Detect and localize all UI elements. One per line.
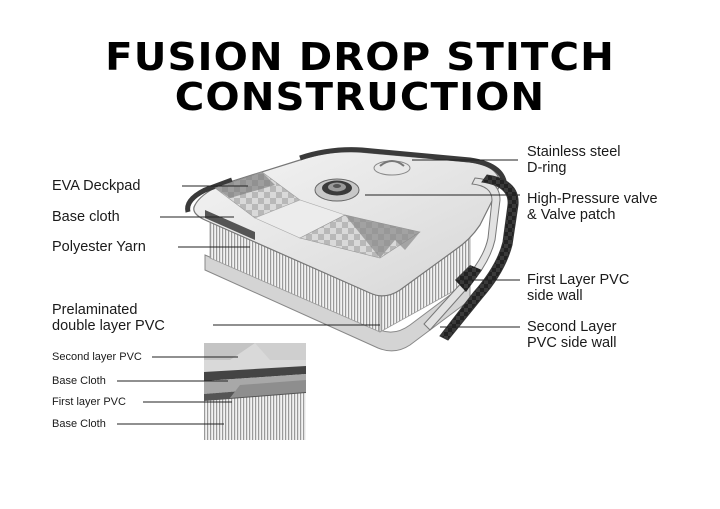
label-d-ring-2: D-ring [527,160,567,176]
label-base-cloth: Base cloth [52,209,120,225]
label-inset-base-cloth-bottom: Base Cloth [52,418,106,430]
inset-leader-lines [117,356,238,425]
d-ring-icon [373,160,411,176]
label-inset-first-layer-pvc: First layer PVC [52,396,126,408]
label-prelaminated-1: Prelaminated [52,302,138,318]
label-second-layer-2: PVC side wall [527,335,617,351]
label-second-layer-1: Second Layer [527,319,617,335]
label-polyester-yarn: Polyester Yarn [52,239,146,255]
label-valve-2: & Valve patch [527,207,616,223]
label-first-layer-2: side wall [527,288,583,304]
label-valve-1: High-Pressure valve [527,191,658,207]
title-line-1: FUSION DROP STITCH [105,35,615,79]
label-first-layer-1: First Layer PVC [527,272,630,288]
valve-icon [314,178,360,202]
leader-lines [160,159,520,328]
label-eva-deckpad: EVA Deckpad [52,178,141,194]
label-prelaminated-2: double layer PVC [52,318,165,334]
label-inset-base-cloth-top: Base Cloth [52,375,106,387]
first-layer-pvc-side-wall [423,177,501,331]
label-inset-second-layer-pvc: Second layer PVC [52,351,142,363]
label-d-ring-1: Stainless steel [527,144,621,160]
cross-section-inset [204,343,306,440]
title-line-2: CONSTRUCTION [174,75,546,119]
eva-deckpad [214,171,421,259]
